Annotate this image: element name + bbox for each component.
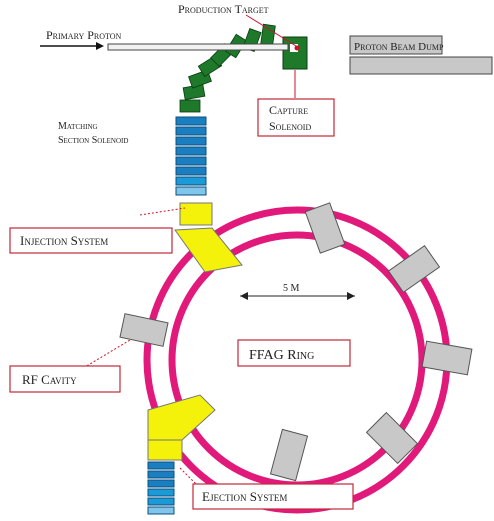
injection-system-label: Injection System (20, 233, 108, 248)
capture-solenoid-box (257, 98, 335, 137)
rf-block-right (421, 340, 473, 376)
leader-ejection (179, 467, 201, 489)
target-marker (294, 45, 300, 51)
rf-cavity-label: RF Cavity (22, 372, 77, 387)
rf-block-left (119, 313, 169, 347)
leader-rf-cavity (79, 339, 131, 371)
proton-beam-dump-label: Proton Beam Dump (354, 41, 444, 53)
rf-block-top (304, 202, 346, 254)
ejection-block (147, 439, 183, 461)
green-bend-solenoids (179, 23, 276, 113)
scale-label: 5 M (283, 283, 300, 294)
beam-dump-top (349, 35, 443, 55)
ejection-line-blocks (147, 461, 175, 515)
ejection-system-box (192, 483, 354, 510)
primary-proton-label: Primary Proton (46, 28, 122, 42)
production-target-dot (290, 44, 298, 52)
matching-section-label-2: Section Solenoid (58, 135, 128, 146)
rf-cavity-blocks (119, 202, 473, 482)
primary-proton-pipe (107, 43, 289, 51)
injection-block (179, 202, 213, 226)
injection-system-box (9, 227, 173, 254)
leader-injection (139, 207, 186, 216)
ejection-magnet (147, 394, 216, 441)
beam-dump-bottom (349, 56, 493, 75)
injection-magnet (174, 227, 243, 273)
capture-solenoid-label-2: Solenoid (269, 119, 311, 133)
leader-production-target (245, 14, 297, 47)
ejection-system-label: Ejection System (202, 489, 287, 504)
ring-label: FFAG Ring (249, 348, 314, 363)
matching-section-solenoid (175, 116, 207, 196)
rf-block-lower-right (365, 411, 419, 465)
rf-cavity-box (9, 365, 121, 393)
ring-label-box (237, 339, 351, 367)
matching-section-label-1: Matching (58, 121, 98, 132)
arrow-head (96, 42, 104, 50)
capture-solenoid-label-1: Capture (269, 103, 308, 117)
rf-block-bottom (269, 428, 309, 482)
production-target-label: Production Target (178, 2, 269, 16)
capture-solenoid (282, 36, 308, 70)
rf-block-upper-right (387, 245, 441, 293)
